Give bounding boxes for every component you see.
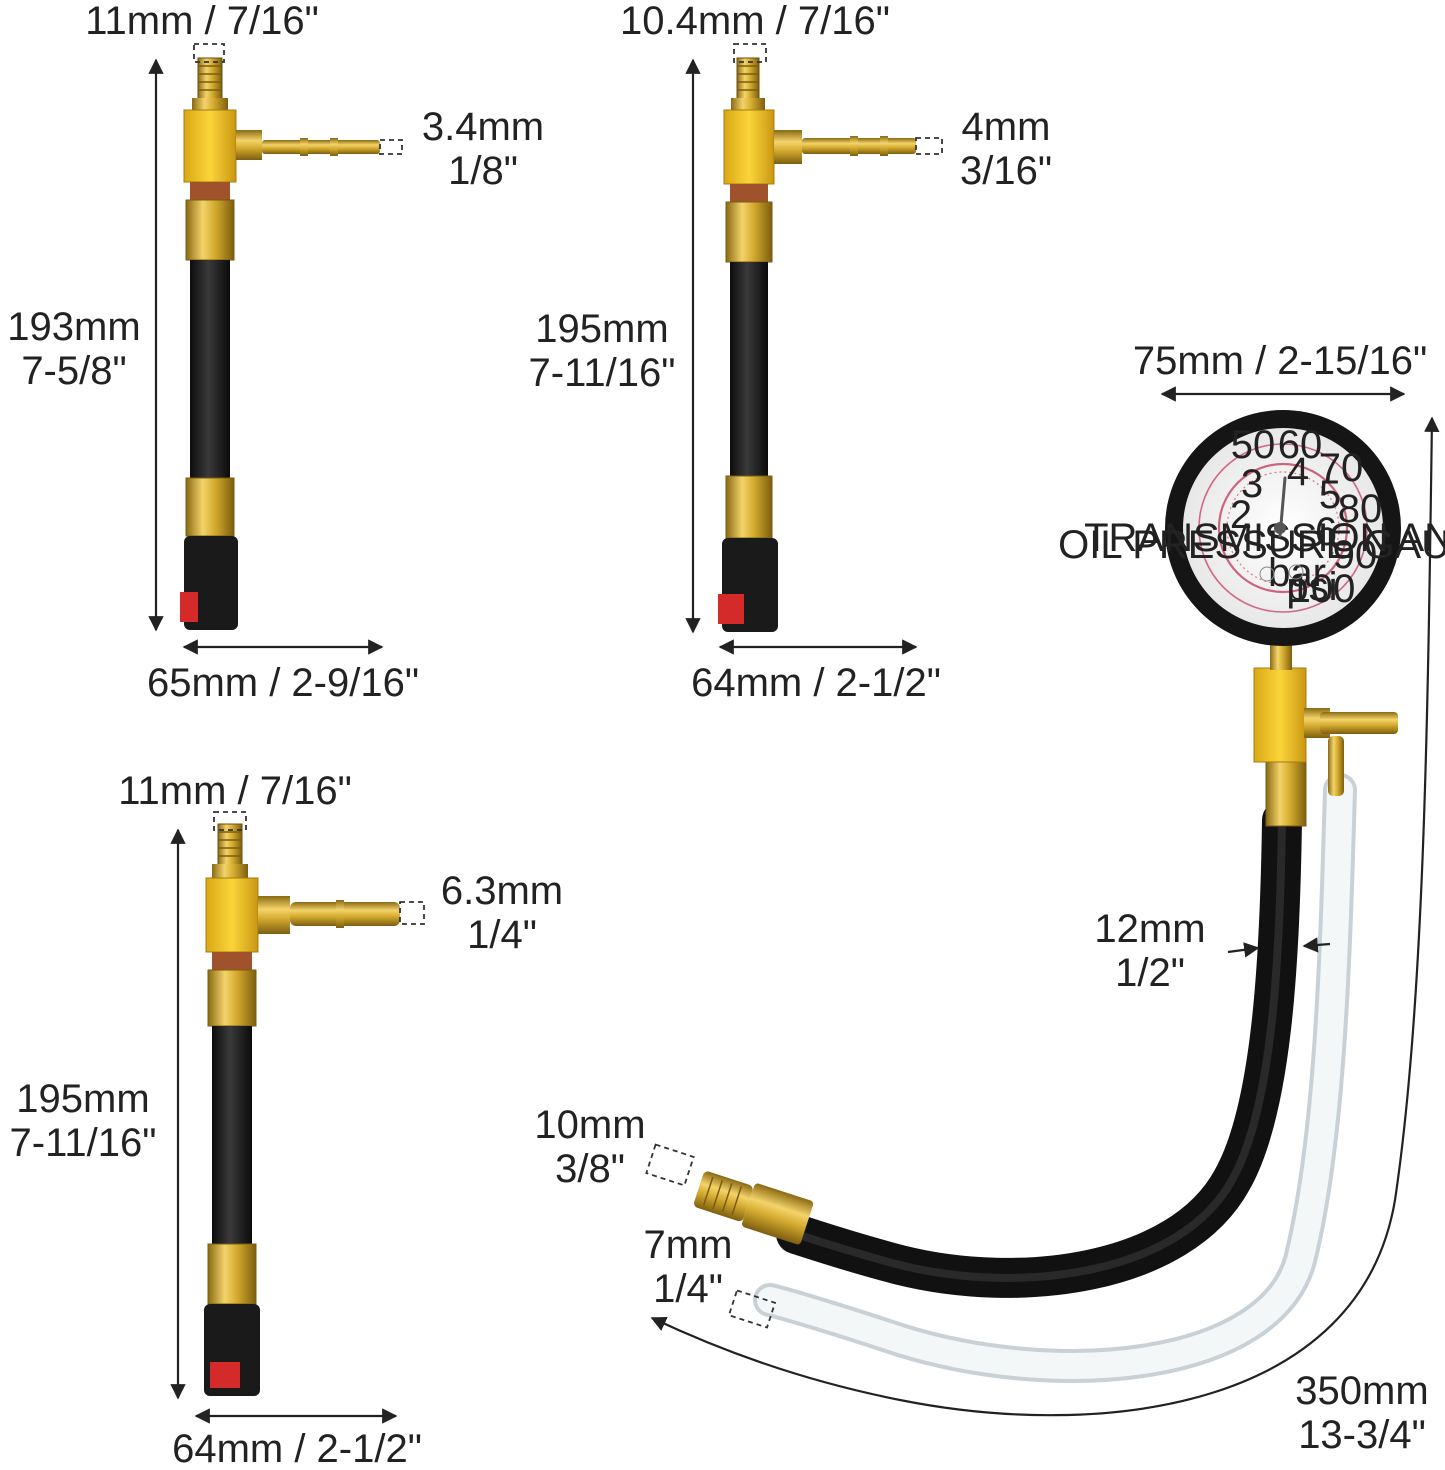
gauge-assembly-dimensions: 75mm / 2-15/16" 12mm 1/2" 10mm 3/8" 7mm … xyxy=(534,339,1440,1457)
adapter-2-side-dim-in: 3/16" xyxy=(960,149,1052,193)
adapter-3-top-dim: 11mm / 7/16" xyxy=(118,769,352,813)
adapter-3-side-dim-mm: 6.3mm xyxy=(441,869,563,913)
adapter-3-tee-block xyxy=(205,877,259,953)
adapter-1-length-in: 7-5/8" xyxy=(21,349,126,393)
gauge-hose-ferrule xyxy=(1265,761,1307,827)
gauge-caption-line-2: OIL PRESSURE GAUGE xyxy=(1058,523,1445,567)
total-length-arrow xyxy=(650,416,1440,1417)
adapter-2-dimensions: 10.4mm / 7/16" 4mm 3/16" 195mm 7-11/16" … xyxy=(529,0,1052,705)
adapter-2-width-dim: 64mm / 2-1/2" xyxy=(691,661,941,705)
adapter-3-side-dim-in: 1/4" xyxy=(467,913,537,957)
adapter-3-hose xyxy=(212,1026,252,1244)
tube-dim-mm: 7mm xyxy=(644,1223,733,1267)
adapter-1-width-dim: 65mm / 2-9/16" xyxy=(147,661,419,705)
adapter-3 xyxy=(204,823,400,1396)
hose-width-arrow-left xyxy=(1227,942,1260,958)
adapter-2-lower-ferrule xyxy=(725,475,773,539)
hose-dim-mm: 12mm xyxy=(1094,907,1205,951)
adapter-1-hose xyxy=(190,260,230,478)
adapter-2-red-release-tab xyxy=(718,594,744,624)
pressure-gauge: 50 60 70 80 90 100 3 4 5 6 2 TRANSMISSIO… xyxy=(1058,410,1445,646)
hose-dim-in: 1/2" xyxy=(1115,951,1185,995)
adapter-2-length-mm: 195mm xyxy=(535,307,668,351)
adapter-2-side-barb xyxy=(774,130,916,164)
adapter-3-lower-ferrule xyxy=(207,1243,257,1305)
adapter-3-length-mm: 195mm xyxy=(16,1077,149,1121)
adapter-2-side-dim-mm: 4mm xyxy=(962,105,1051,149)
gauge-tee-block xyxy=(1253,667,1307,763)
adapter-3-threaded-tip xyxy=(212,823,248,878)
adapter-1-red-release-tab xyxy=(180,592,198,622)
adapter-3-dimensions: 11mm / 7/16" 6.3mm 1/4" 195mm 7-11/16" 6… xyxy=(10,769,564,1470)
adapter-2-hose xyxy=(730,262,768,476)
fitting-dim-mm: 10mm xyxy=(534,1103,645,1147)
adapter-3-red-release-tab xyxy=(210,1362,240,1388)
adapter-3-upper-ferrule xyxy=(207,969,257,1027)
adapter-3-side-barb xyxy=(258,896,400,934)
tube-dim-in: 1/4" xyxy=(653,1267,723,1311)
gauge-assembly: 50 60 70 80 90 100 3 4 5 6 2 TRANSMISSIO… xyxy=(694,410,1445,1383)
adapter-2-threaded-tip xyxy=(731,57,765,110)
adapter-1 xyxy=(180,57,380,630)
gauge-needle-hub xyxy=(1274,522,1286,534)
adapter-2-length-in: 7-11/16" xyxy=(529,351,676,395)
length-in: 13-3/4" xyxy=(1298,1413,1426,1457)
adapter-1-top-dim: 11mm / 7/16" xyxy=(85,0,319,43)
gauge-dim: 75mm / 2-15/16" xyxy=(1133,339,1427,383)
adapter-1-dimensions: 11mm / 7/16" 3.4mm 1/8" 193mm 7-5/8" 65m… xyxy=(7,0,544,705)
adapter-1-length-mm: 193mm xyxy=(7,305,140,349)
length-mm: 350mm xyxy=(1295,1369,1428,1413)
adapter-3-width-dim: 64mm / 2-1/2" xyxy=(172,1427,422,1470)
adapter-1-side-dim-in: 1/8" xyxy=(448,149,518,193)
adapter-2-top-dim: 10.4mm / 7/16" xyxy=(620,0,890,43)
gauge-label-50: 50 xyxy=(1231,423,1276,467)
gauge-unit-bar: bar xyxy=(1268,551,1326,595)
adapter-3-length-in: 7-11/16" xyxy=(10,1121,157,1165)
adapter-1-side-dim-mm: 3.4mm xyxy=(422,105,544,149)
adapter-1-upper-ferrule xyxy=(185,199,235,261)
adapter-1-lower-ferrule xyxy=(185,477,235,537)
adapter-1-tee-block xyxy=(183,109,237,183)
gauge-inner-label-4: 4 xyxy=(1287,450,1309,494)
fitting-dim-in: 3/8" xyxy=(555,1147,625,1191)
adapter-2-upper-ferrule xyxy=(725,201,773,263)
adapter-1-threaded-tip xyxy=(192,57,228,110)
adapter-2-tee-block xyxy=(723,109,775,185)
adapter-2 xyxy=(718,57,916,632)
adapter-1-side-barb xyxy=(236,130,380,160)
